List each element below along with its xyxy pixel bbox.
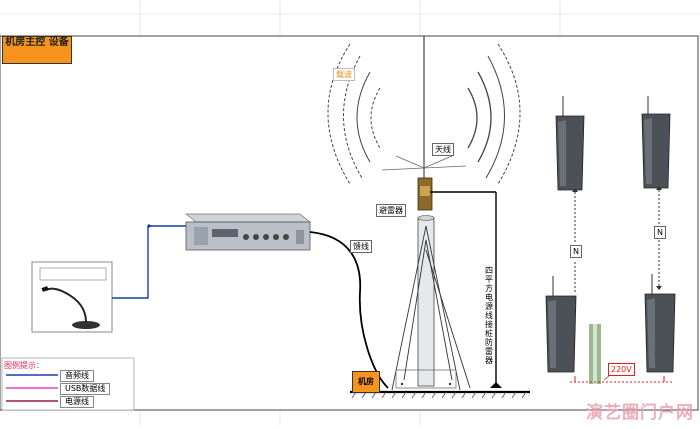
note-char: 线 [485,311,493,320]
voltage-label: 220V [608,363,635,376]
note-char: 器 [485,356,493,365]
note-char: 桩 [485,329,493,338]
quad-cable-note: 四 平 方 电 源 线 接 桩 防 雷 器 [484,266,494,365]
note-char: 四 [485,266,493,275]
antenna-mast [381,36,497,391]
speaker-links [574,190,660,292]
machine-room-label: 机房 [352,371,380,393]
diagram-frame [0,35,699,411]
speaker-top-right [641,96,671,189]
note-char: 接 [485,320,493,329]
legend-power-line: 电源线 [60,396,94,408]
note-char: 防 [485,338,493,347]
speaker-top-left [555,96,585,191]
antenna-label: 天线 [432,143,454,156]
speaker-n-label-right: N [654,226,666,239]
lightning-arrester-label: 避雷器 [376,204,406,217]
feeder-cable [309,231,389,389]
microphone-station [31,261,113,333]
note-char: 方 [485,284,493,293]
audio-cable [112,225,186,299]
amplifier-host-unit [185,213,311,251]
note-char: 电 [485,293,493,302]
signal-waves-label: 载波 [333,68,355,81]
machine-room-equipment-label: 机房主控 设备 [2,36,72,64]
note-char: 雷 [485,347,493,356]
feeder-label: 馈线 [350,240,372,253]
ground-hatch [351,391,527,399]
legend-usb-line: USB数据线 [60,383,111,395]
legend-audio-line: 音频线 [60,370,94,382]
speaker-n-label-left: N [570,245,582,258]
speaker-bottom-right [644,274,676,373]
legend-title: 图例提示： [4,361,44,370]
watermark: 演艺圈门户网 [586,403,694,423]
speaker-bottom-left [545,276,577,373]
note-char: 源 [485,302,493,311]
note-char: 平 [485,275,493,284]
power-pole [589,324,601,384]
